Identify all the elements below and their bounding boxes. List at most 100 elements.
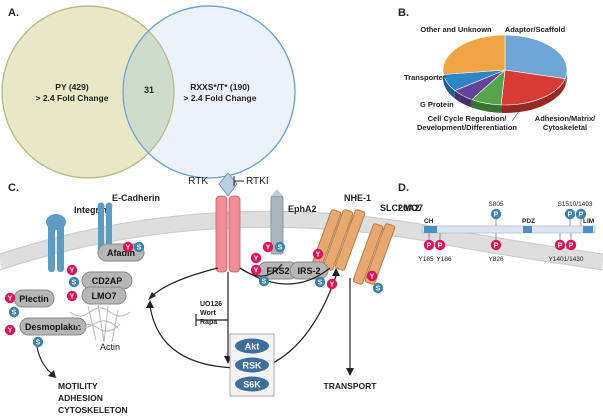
site-s805: S805 — [488, 201, 504, 208]
panel-b: B. Adaptor/Scaffold Other and Unknown Tr… — [398, 7, 596, 132]
ecadherin-label: E-Cadherin — [112, 193, 160, 203]
panel-d: D. LMO7 CH PDZ LIM S805 S1510/1493 Y185 … — [398, 182, 596, 263]
pie-label-transporter: Transporter — [404, 73, 446, 82]
domain-pdz-label: PDZ — [522, 218, 535, 225]
pie-chart — [442, 34, 568, 114]
p-badge-4 — [565, 239, 577, 251]
p-badge-3-text: P — [558, 243, 563, 250]
frs2-label: FRS2 — [266, 266, 289, 276]
outcome-cytoskeleton: CYTOSKELETON — [58, 405, 128, 415]
venn-right-name: RXXS*/T* (190) — [190, 82, 250, 92]
lmo7-protein-label: LMO7 — [398, 203, 423, 213]
rtki-label: RTKI — [246, 176, 269, 187]
domain-lim — [583, 226, 593, 233]
y-badge-0 — [122, 241, 134, 253]
pie-side — [443, 74, 455, 99]
rsk-pill — [235, 357, 269, 373]
s-badge-18-text: S — [376, 286, 381, 293]
nhe1-label: NHE-1 — [344, 193, 371, 203]
site-y826: Y826 — [488, 256, 504, 263]
y-badge-2-text: Y — [70, 268, 75, 275]
p-badge-6-text: P — [568, 212, 573, 219]
pie-slice-0 — [504, 34, 568, 80]
y-badge-14-text: Y — [316, 252, 321, 259]
panel-a-label: A. — [8, 7, 19, 19]
rtk-receptor — [215, 172, 241, 273]
p-badge-2-text: P — [494, 243, 499, 250]
p-badge-1-text: P — [438, 243, 443, 250]
s-badge-11-text: S — [262, 279, 267, 286]
y-badge-5-text: Y — [8, 296, 13, 303]
s6k-pill — [235, 376, 269, 392]
integrin-label: Integrin — [74, 205, 107, 215]
y-badge-2 — [66, 264, 78, 276]
panel-d-label: D. — [398, 182, 409, 194]
domain-ch — [424, 226, 437, 233]
s-badge-3-text: S — [72, 280, 77, 287]
domain-lim-label: LIM — [583, 218, 594, 225]
pie-slice-5 — [442, 34, 506, 75]
akt-label: Akt — [245, 342, 260, 352]
irs2-pill — [289, 261, 329, 280]
domain-ch-label: CH — [424, 218, 434, 225]
y-badge-16-text: Y — [330, 282, 335, 289]
s-badge-6-text: S — [12, 310, 17, 317]
lmo7-pill — [81, 286, 127, 305]
s-badge-3 — [68, 276, 80, 288]
domain-pdz — [523, 226, 532, 233]
actin-label: Actin — [100, 342, 120, 352]
venn-left-name: PY (429) — [55, 82, 89, 92]
outcome-motility: MOTILITY — [58, 381, 98, 391]
pie-side — [471, 99, 502, 113]
s-badge-8 — [32, 336, 44, 348]
pie-label-cellcycle-2: Development/Differentiation — [417, 123, 517, 132]
p-badge-1 — [434, 239, 446, 251]
s-badge-6 — [8, 306, 20, 318]
y-badge-12-text: Y — [266, 245, 271, 252]
pie-label-adaptor: Adaptor/Scaffold — [505, 25, 566, 34]
site-y186: Y186 — [436, 256, 452, 263]
panel-a: A. PY (429) > 2.4 Fold Change 31 RXXS*/T… — [1, 5, 296, 179]
outcome-adhesion: ADHESION — [58, 393, 103, 403]
y-badge-4 — [66, 290, 78, 302]
s-badge-1 — [133, 241, 145, 253]
integrin-receptor — [46, 214, 66, 272]
epha2-label: EphA2 — [288, 204, 317, 214]
outcome-transport: TRANSPORT — [324, 381, 378, 391]
s-badge-1-text: S — [137, 245, 142, 252]
pie-label-gprotein: G Protein — [420, 100, 454, 109]
s-badge-13 — [274, 241, 286, 253]
site-y185: Y185 — [418, 256, 434, 263]
lmo7-label: LMO7 — [91, 291, 116, 301]
s-badge-11 — [258, 275, 270, 287]
y-badge-16 — [326, 278, 338, 290]
slc20a2-label: SLC20A2 — [380, 203, 420, 213]
s-badge-15-text: S — [318, 280, 323, 287]
y-badge-9 — [250, 252, 262, 264]
p-badge-0 — [423, 239, 435, 251]
pie-slice-1 — [500, 69, 566, 106]
site-stems — [428, 219, 582, 240]
y-badge-5 — [4, 292, 16, 304]
p-badge-4-text: P — [569, 243, 574, 250]
inhibitor-uo126: UO126 — [200, 301, 222, 308]
p-badge-2 — [490, 239, 502, 251]
y-badge-7 — [4, 324, 16, 336]
p-badge-6 — [564, 208, 576, 220]
s-badge-18 — [372, 282, 384, 294]
pie-label-other: Other and Unknown — [420, 25, 492, 34]
p-badge-7 — [575, 208, 587, 220]
p-badge-7-text: P — [579, 212, 584, 219]
lmo7-bar — [421, 225, 596, 234]
epha2-receptor — [270, 189, 284, 255]
venn-overlap-count: 31 — [144, 85, 154, 95]
y-badge-10 — [250, 264, 262, 276]
s-badge-8-text: S — [36, 340, 41, 347]
cd2ap-label: CD2AP — [92, 276, 123, 286]
irs2-label: IRS-2 — [297, 266, 320, 276]
rtk-label: RTK — [188, 176, 208, 187]
p-badge-3 — [554, 239, 566, 251]
